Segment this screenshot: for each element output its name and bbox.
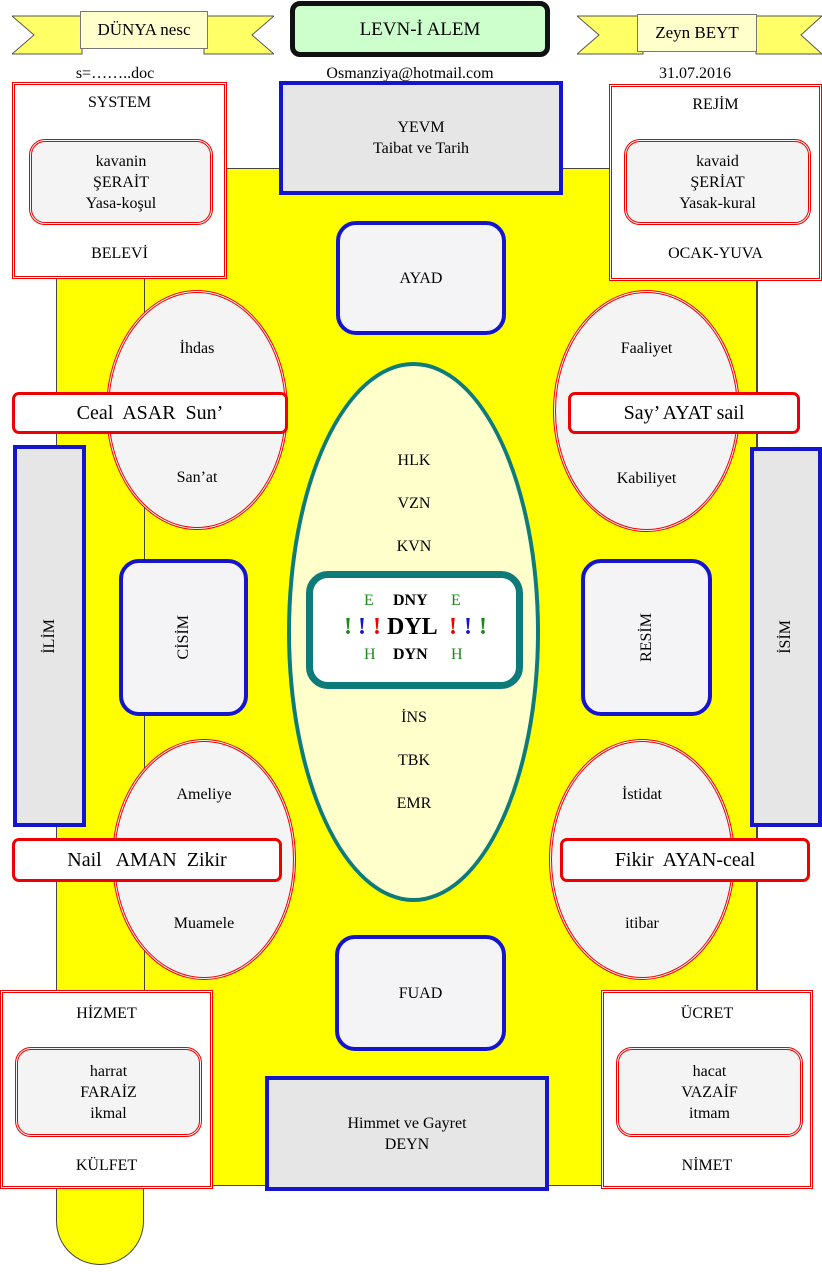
isim-box: İSİM — [750, 447, 822, 827]
yasak-kural-line: Yasak-kural — [679, 194, 756, 212]
ucret-box: ÜCRET hacat VAZAİF itmam NİMET — [601, 990, 813, 1189]
system-box: SYSTEM kavanin ŞERAİT Yasa-koşul BELEVİ — [12, 82, 227, 279]
hacat-box: hacat VAZAİF itmam — [616, 1047, 803, 1137]
kavaid-box: kavaid ŞERİAT Yasak-kural — [624, 139, 811, 225]
harrat-line: harrat — [89, 1062, 128, 1080]
ameliye-label: Ameliye — [176, 785, 232, 803]
fuad-label: FUAD — [398, 984, 443, 1002]
ihdas-label: İhdas — [179, 339, 215, 357]
faaliyet-label: Faaliyet — [620, 339, 673, 357]
ilim-box: İLİM — [13, 445, 86, 827]
himmet-label: Himmet ve Gayret — [347, 1114, 467, 1132]
yevm-label: YEVM — [397, 119, 445, 136]
mark-2: ! — [358, 614, 366, 640]
system-label: SYSTEM — [87, 93, 152, 111]
date: 31.07.2016 — [659, 64, 731, 82]
ucret-label: ÜCRET — [680, 1004, 734, 1022]
tbk-label: TBK — [398, 751, 430, 769]
emr-label: EMR — [396, 794, 432, 812]
ceal-asar-bar: Ceal ASAR Sun’ — [12, 392, 288, 434]
hizmet-label: HİZMET — [76, 1004, 137, 1022]
vzn-label: VZN — [397, 494, 431, 512]
rejim-box: REJİM kavaid ŞERİAT Yasak-kural OCAK-YUV… — [609, 84, 822, 281]
kavanin-line: kavanin — [95, 152, 147, 170]
right-ribbon-shape — [577, 15, 822, 55]
left-ribbon-shape — [12, 15, 274, 55]
e-left: E — [364, 592, 374, 609]
isim-label: İSİM — [777, 620, 794, 654]
core-box: E DNY E ! ! ! DYL ! ! ! H DYN H — [306, 571, 523, 689]
ins-label: İNS — [401, 708, 427, 726]
kavanin-box: kavanin ŞERAİT Yasa-koşul — [29, 139, 213, 225]
dny-label: DNY — [393, 592, 428, 609]
mark-3: ! — [373, 614, 381, 640]
rejim-label: REJİM — [692, 95, 739, 113]
cisim-box: CİSİM — [119, 559, 248, 716]
seriat-line: ŞERİAT — [690, 173, 745, 191]
mark-5: ! — [464, 614, 472, 640]
ilim-label: İLİM — [40, 618, 58, 654]
taibat-label: Taibat ve Tarih — [372, 140, 470, 157]
ikmal-line: ikmal — [90, 1104, 127, 1122]
itmam-line: itmam — [689, 1104, 730, 1122]
vazaif-line: VAZAİF — [681, 1083, 738, 1101]
nimet-label: NİMET — [681, 1156, 733, 1174]
say-ayat-bar: Say’ AYAT sail — [568, 392, 800, 434]
ayad-label: AYAD — [399, 269, 443, 287]
dyl-label: DYL — [387, 614, 438, 640]
itibar-label: itibar — [625, 914, 659, 932]
sanat-label: San’at — [176, 468, 218, 486]
kavaid-line: kavaid — [696, 152, 739, 170]
deyn-label: DEYN — [384, 1135, 430, 1153]
istidat-label: İstidat — [622, 785, 662, 803]
mark-6: ! — [479, 614, 487, 640]
nail-aman-bar: Nail AMAN Zikir — [12, 838, 282, 882]
h-left: H — [364, 646, 376, 663]
left-ribbon-label: DÜNYA nesc — [80, 11, 208, 49]
ocak-yuva-label: OCAK-YUVA — [668, 244, 763, 262]
yasa-kosul-line: Yasa-koşul — [85, 194, 157, 212]
right-ribbon-label: Zeyn BEYT — [637, 14, 757, 52]
hacat-line: hacat — [692, 1062, 727, 1080]
yevm-box: YEVM Taibat ve Tarih — [279, 81, 563, 195]
hizmet-box: HİZMET harrat FARAİZ ikmal KÜLFET — [0, 990, 213, 1189]
resim-box: RESİM — [581, 559, 712, 716]
kulfet-label: KÜLFET — [75, 1156, 138, 1174]
page-title: LEVN-İ ALEM — [290, 1, 550, 57]
cisim-label: CİSİM — [174, 615, 192, 660]
doc-name: s=……..doc — [75, 64, 155, 82]
muamele-label: Muamele — [173, 914, 235, 932]
deyn-box: Himmet ve Gayret DEYN — [265, 1076, 549, 1191]
hlk-label: HLK — [397, 451, 431, 469]
fuad-box: FUAD — [335, 935, 506, 1051]
resim-label: RESİM — [637, 613, 655, 662]
belevi-label: BELEVİ — [91, 244, 148, 262]
email-address: Osmanziya@hotmail.com — [326, 64, 494, 82]
kvn-label: KVN — [396, 537, 432, 555]
e-right: E — [451, 592, 461, 609]
mark-1: ! — [344, 614, 352, 640]
serait-line: ŞERAİT — [93, 173, 149, 191]
harrat-box: harrat FARAİZ ikmal — [15, 1047, 202, 1137]
fikir-ayan-bar: Fikir AYAN-ceal — [560, 838, 810, 882]
dyn-label: DYN — [393, 646, 428, 663]
mark-4: ! — [449, 614, 457, 640]
h-right: H — [451, 646, 463, 663]
kabiliyet-label: Kabiliyet — [616, 469, 677, 487]
ayad-box: AYAD — [336, 221, 506, 335]
faraiz-line: FARAİZ — [80, 1083, 137, 1101]
